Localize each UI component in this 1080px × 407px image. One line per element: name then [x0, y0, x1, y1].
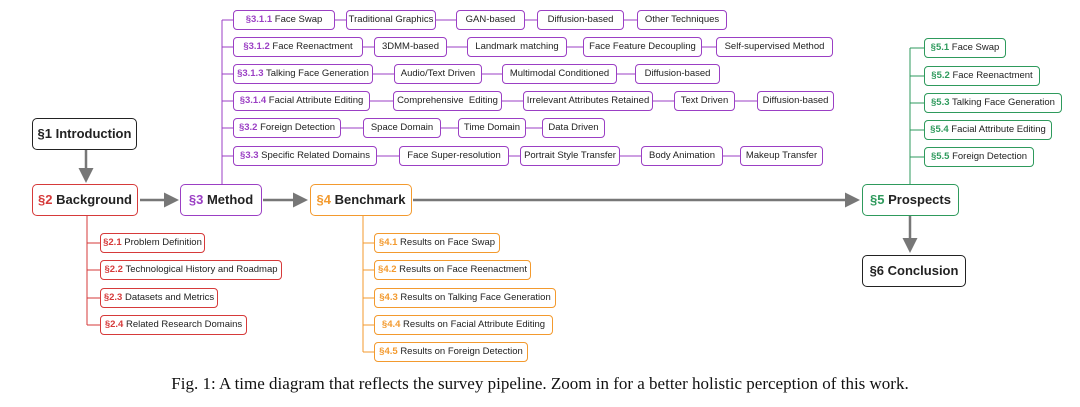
method-technique-box: Face Feature Decoupling	[583, 37, 702, 57]
background-subsection-box: §2.1 Problem Definition	[100, 233, 205, 253]
background-subsection-box: §2.2 Technological History and Roadmap	[100, 260, 282, 280]
benchmark-tree-connector	[362, 215, 374, 353]
method-technique-box: Diffusion-based	[757, 91, 834, 111]
benchmark-subsection-box: §4.1 Results on Face Swap	[374, 233, 500, 253]
benchmark-subsection-box: §4.4 Results on Facial Attribute Editing	[374, 315, 553, 335]
method-technique-box: Audio/Text Driven	[394, 64, 482, 84]
method-technique-box: Body Animation	[641, 146, 723, 166]
conclusion-box: §6 Conclusion	[862, 255, 966, 287]
method-technique-box: Makeup Transfer	[740, 146, 823, 166]
method-tree-connector	[221, 19, 757, 185]
prospects-subsection-box: §5.4 Facial Attribute Editing	[924, 120, 1052, 140]
prospects-subsection-box: §5.3 Talking Face Generation	[924, 93, 1062, 113]
prospects-tree-connector	[909, 47, 924, 185]
method-technique-box: Comprehensive Editing	[393, 91, 502, 111]
method-technique-box: GAN-based	[456, 10, 525, 30]
method-technique-box: 3DMM-based	[374, 37, 447, 57]
method-technique-box: Text Driven	[674, 91, 735, 111]
method-subsection-box: §3.1.3 Talking Face Generation	[233, 64, 373, 84]
background-box: §2 Background	[32, 184, 138, 216]
prospects-subsection-box: §5.5 Foreign Detection	[924, 147, 1034, 167]
method-technique-box: Data Driven	[542, 118, 605, 138]
method-technique-box: Face Super-resolution	[399, 146, 509, 166]
method-box: §3 Method	[180, 184, 262, 216]
method-subsection-box: §3.1.4 Facial Attribute Editing	[233, 91, 370, 111]
method-technique-box: Multimodal Conditioned	[502, 64, 617, 84]
method-technique-box: Diffusion-based	[537, 10, 624, 30]
background-subsection-box: §2.3 Datasets and Metrics	[100, 288, 218, 308]
method-technique-box: Space Domain	[363, 118, 441, 138]
method-subsection-box: §3.2 Foreign Detection	[233, 118, 341, 138]
intro-box: §1 Introduction	[32, 118, 137, 150]
method-technique-box: Diffusion-based	[635, 64, 720, 84]
method-subsection-box: §3.3 Specific Related Domains	[233, 146, 377, 166]
benchmark-subsection-box: §4.3 Results on Talking Face Generation	[374, 288, 556, 308]
prospects-subsection-box: §5.2 Face Reenactment	[924, 66, 1040, 86]
method-technique-box: Portrait Style Transfer	[520, 146, 620, 166]
background-tree-connector	[86, 215, 100, 326]
background-subsection-box: §2.4 Related Research Domains	[100, 315, 247, 335]
prospects-box: §5 Prospects	[862, 184, 959, 216]
benchmark-subsection-box: §4.5 Results on Foreign Detection	[374, 342, 528, 362]
method-technique-box: Self-supervised Method	[716, 37, 833, 57]
benchmark-subsection-box: §4.2 Results on Face Reenactment	[374, 260, 531, 280]
method-technique-box: Traditional Graphics	[346, 10, 436, 30]
method-technique-box: Irrelevant Attributes Retained	[523, 91, 653, 111]
method-technique-box: Time Domain	[458, 118, 526, 138]
benchmark-box: §4 Benchmark	[310, 184, 412, 216]
method-subsection-box: §3.1.1 Face Swap	[233, 10, 335, 30]
method-subsection-box: §3.1.2 Face Reenactment	[233, 37, 363, 57]
method-technique-box: Landmark matching	[467, 37, 567, 57]
prospects-subsection-box: §5.1 Face Swap	[924, 38, 1006, 58]
method-technique-box: Other Techniques	[637, 10, 727, 30]
figure-caption: Fig. 1: A time diagram that reflects the…	[171, 374, 909, 393]
